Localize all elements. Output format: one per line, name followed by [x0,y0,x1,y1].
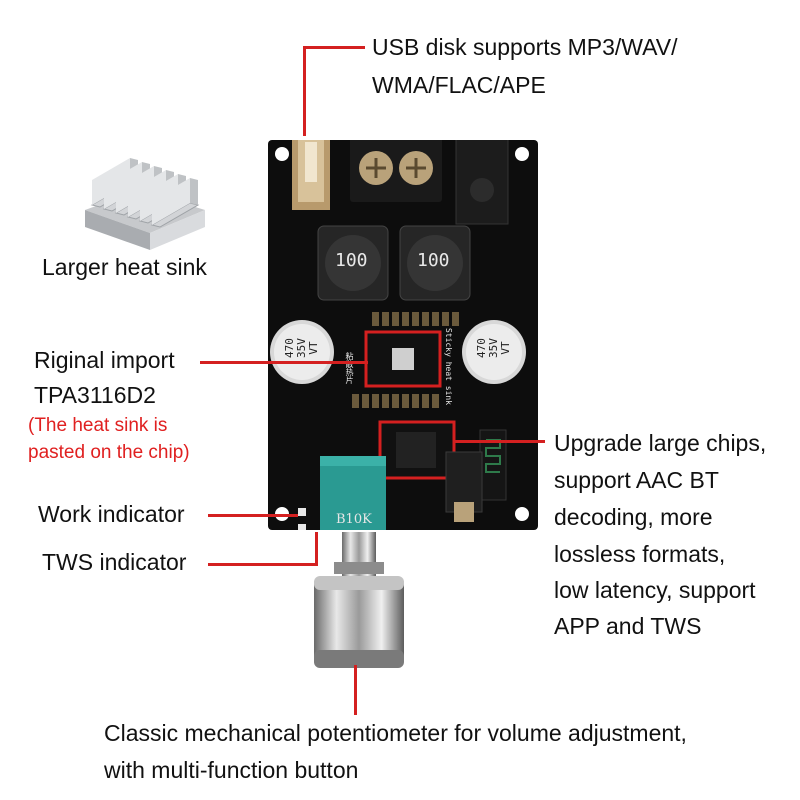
tws-indicator-leader-h [208,563,318,566]
volume-knob-image [304,532,414,672]
heat-sink-callout: Larger heat sink [42,254,207,280]
bt-callout-line-5: low latency, support [554,577,756,603]
bt-callout-line-2: support AAC BT [554,467,719,493]
sticker-en-marking: Sticky heat sink [444,328,453,406]
usb-leader-h [303,46,365,49]
cap-right-line-3: VT [499,341,512,355]
tws-indicator-leader-v [315,532,318,566]
bt-callout-line-4: lossless formats, [554,541,726,567]
heat-sink-image [80,155,210,255]
tws-indicator-callout: TWS indicator [42,549,187,575]
chip-callout-line-2: TPA3116D2 [34,382,156,408]
chip-leader [200,361,368,364]
potentiometer-callout-line-2: with multi-function button [104,757,359,783]
usb-callout-line-2: WMA/FLAC/APE [372,72,546,98]
chip-note-line-2: pasted on the chip) [28,442,190,463]
bt-leader-h [453,440,545,443]
sticker-cn-marking: 粘散热片 [345,352,354,384]
chip-callout-line-1: Riginal import [34,347,175,373]
potentiometer-leader [354,665,357,715]
chip-note-line-1: (The heat sink is [28,415,168,436]
inductor-right-marking: 100 [417,250,450,271]
bt-callout-line-1: Upgrade large chips, [554,430,767,456]
usb-callout-line-1: USB disk supports MP3/WAV/ [372,34,678,60]
work-indicator-leader [208,514,298,517]
work-indicator-callout: Work indicator [38,501,185,527]
inductor-left-marking: 100 [335,250,368,271]
potentiometer-callout-line-1: Classic mechanical potentiometer for vol… [104,720,687,746]
potentiometer-marking: B10K [336,512,372,527]
bt-callout-line-3: decoding, more [554,504,713,530]
usb-leader-v [303,46,306,136]
capacitor-right-marking: 470 35V VT [475,330,512,366]
bt-callout-line-6: APP and TWS [554,613,702,639]
